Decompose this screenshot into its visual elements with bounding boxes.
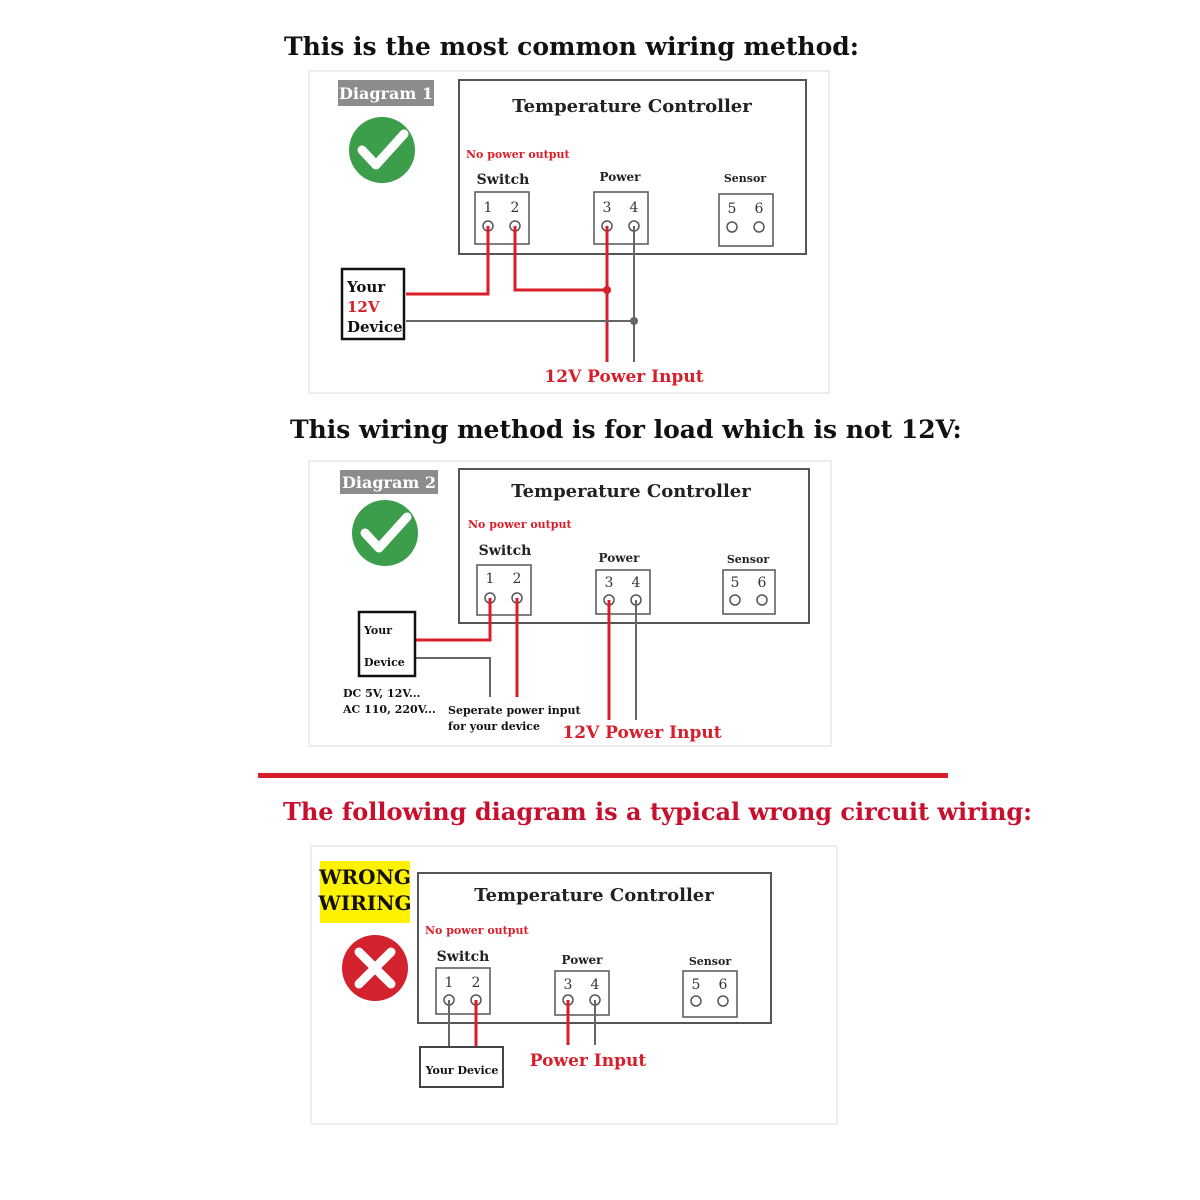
- terminal-1: 1: [484, 200, 493, 216]
- terminal-6: 6: [755, 201, 764, 217]
- terminal-6: 6: [719, 977, 728, 993]
- sensor-label: Sensor: [724, 172, 766, 185]
- terminal-4: 4: [630, 200, 639, 216]
- power-terminal-block: [595, 569, 651, 615]
- heading-common-wiring: This is the most common wiring method:: [284, 32, 859, 61]
- wrong-wiring-highlight: [320, 861, 410, 923]
- wires: [448, 1000, 596, 1047]
- diagram-2-badge: Diagram 2: [342, 473, 436, 492]
- wires: [416, 598, 637, 720]
- wrong-label-line-2: WIRING: [317, 891, 411, 915]
- no-power-label: No power output: [466, 148, 570, 161]
- diagram-1-badge: Diagram 1: [339, 84, 433, 103]
- check-icon: [349, 117, 415, 183]
- check-icon: [352, 500, 418, 566]
- controller-title: Temperature Controller: [474, 885, 714, 906]
- terminal-4: 4: [591, 977, 600, 993]
- terminal-6: 6: [758, 575, 767, 591]
- heading-not-12v: This wiring method is for load which is …: [290, 415, 962, 444]
- terminal-3: 3: [603, 200, 612, 216]
- ac-voltage-note: AC 110, 220V...: [342, 703, 436, 716]
- terminal-1: 1: [445, 975, 454, 991]
- no-power-label: No power output: [468, 518, 572, 531]
- power-input-label: 12V Power Input: [562, 723, 721, 743]
- device-label-line-1: Your: [363, 624, 392, 637]
- switch-label: Switch: [477, 172, 530, 188]
- sensor-label: Sensor: [689, 955, 731, 968]
- device-label-line-2: 12V: [347, 298, 380, 316]
- junction-dot: [630, 317, 638, 325]
- sensor-terminal-block: [718, 193, 774, 247]
- device-box: [357, 610, 417, 678]
- device-label-line-2: Device: [364, 656, 405, 669]
- heading-wrong-wiring: The following diagram is a typical wrong…: [283, 797, 1033, 826]
- terminal-2: 2: [513, 571, 522, 587]
- wires: [406, 226, 635, 362]
- terminal-5: 5: [731, 575, 740, 591]
- terminal-2: 2: [511, 200, 520, 216]
- power-label: Power: [599, 551, 641, 565]
- sensor-label: Sensor: [727, 553, 769, 566]
- terminal-screws: [482, 220, 765, 233]
- switch-label: Switch: [437, 949, 490, 965]
- separate-power-note-line-1: Seperate power input: [448, 704, 581, 717]
- switch-label: Switch: [479, 543, 532, 559]
- terminal-3: 3: [605, 575, 614, 591]
- switch-terminal-block: [474, 191, 530, 245]
- diagram-1-badge-bg: [338, 80, 434, 106]
- terminal-3: 3: [564, 977, 573, 993]
- terminal-4: 4: [632, 575, 641, 591]
- device-box: [340, 267, 406, 341]
- power-label: Power: [600, 170, 642, 184]
- power-terminal-block: [554, 970, 610, 1016]
- power-input-label: 12V Power Input: [544, 367, 703, 387]
- terminal-1: 1: [486, 571, 495, 587]
- power-label: Power: [562, 953, 604, 967]
- cross-icon: [342, 935, 408, 1001]
- switch-terminal-block: [435, 967, 491, 1015]
- controller-title: Temperature Controller: [512, 96, 752, 117]
- diagram-2-svg: Diagram 2 Temperature Controller No powe…: [340, 468, 810, 743]
- diagram-3-panel: WRONG WIRING Temperature Controller No p…: [310, 845, 838, 1125]
- device-label: Your Device: [425, 1064, 499, 1077]
- section-divider: [258, 773, 948, 778]
- controller-title: Temperature Controller: [511, 481, 751, 502]
- diagram-3-svg: WRONG WIRING Temperature Controller No p…: [317, 861, 772, 1088]
- diagram-2-badge-bg: [340, 470, 438, 494]
- diagram-1-svg: Diagram 1 Temperature Controller No powe…: [338, 79, 807, 387]
- device-label-line-3: Device: [347, 318, 403, 336]
- diagram-2-panel: Diagram 2 Temperature Controller No powe…: [308, 460, 832, 747]
- no-power-label: No power output: [425, 924, 529, 937]
- sensor-terminal-block: [722, 569, 776, 615]
- dc-voltage-note: DC 5V, 12V...: [343, 687, 420, 700]
- power-terminal-block: [593, 191, 649, 245]
- diagram-1-panel: Diagram 1 Temperature Controller No powe…: [308, 70, 830, 394]
- switch-terminal-block: [476, 564, 532, 616]
- terminal-5: 5: [692, 977, 701, 993]
- junction-dot: [603, 286, 611, 294]
- device-box: [419, 1046, 504, 1088]
- separate-power-note-line-2: for your device: [448, 720, 540, 733]
- power-input-label: Power Input: [530, 1051, 647, 1071]
- wrong-label-line-1: WRONG: [318, 865, 411, 889]
- device-label-line-1: Your: [346, 278, 386, 296]
- sensor-terminal-block: [682, 970, 738, 1018]
- terminal-2: 2: [472, 975, 481, 991]
- terminal-5: 5: [728, 201, 737, 217]
